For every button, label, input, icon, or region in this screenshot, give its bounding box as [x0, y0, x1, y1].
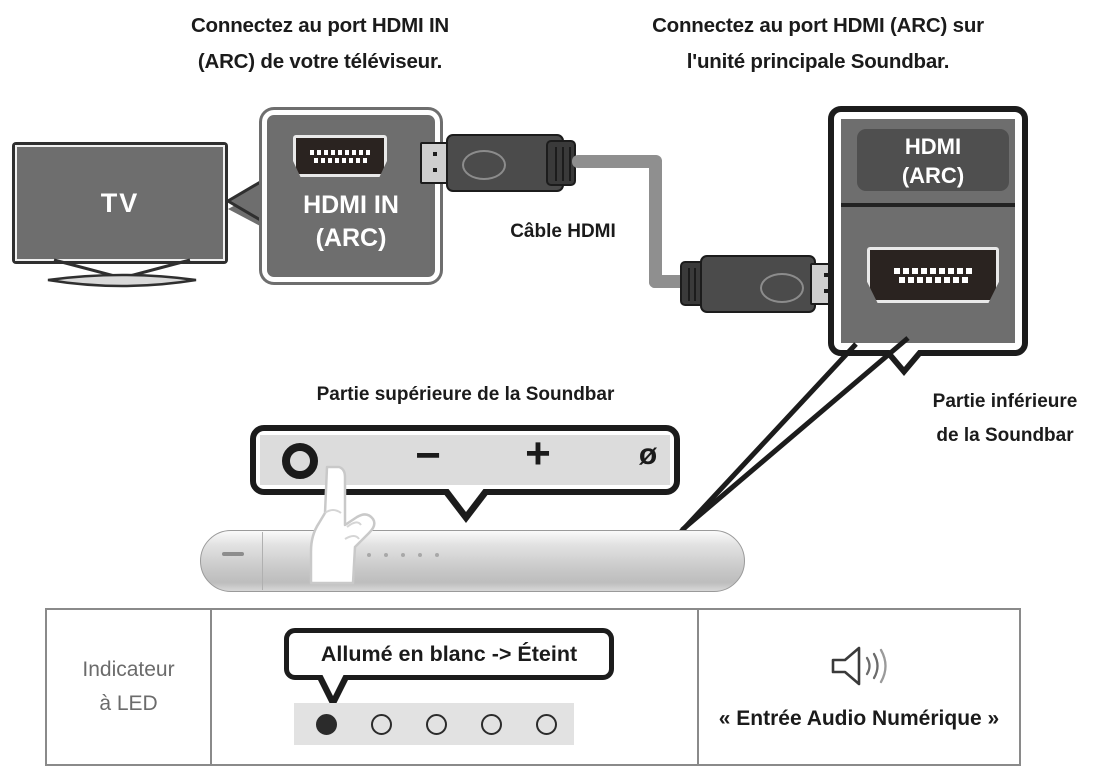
led-dot-5 [536, 713, 557, 735]
led-dot-strip [294, 703, 574, 745]
caption-soundbar-bottom: Partie inférieure de la Soundbar [900, 385, 1110, 453]
left-callout-label: HDMI IN (ARC) [267, 189, 435, 255]
tv-hdmi-port-callout: HDMI IN (ARC) [262, 110, 440, 282]
right-callout-pointer-inner [888, 348, 920, 367]
caption-tv-connect-line2: (ARC) de votre téléviseur. [197, 50, 443, 73]
hdmi-arc-chip-label: HDMI (ARC) [857, 129, 1009, 191]
caption-soundbar-bottom-line1: Partie inférieure [932, 391, 1078, 412]
volume-up-button[interactable]: + [525, 429, 551, 478]
hdmi-pin-row [310, 149, 370, 155]
caption-tv-connect-line1: Connectez au port HDMI IN [190, 14, 450, 37]
hdmi-arc-chip-line1: HDMI [904, 134, 962, 159]
led-dot-3 [426, 713, 447, 735]
hdmi-pin-row [894, 267, 972, 274]
led-dot-1 [316, 713, 337, 735]
caption-soundbar-top: Partie supérieure de la Soundbar [316, 384, 615, 405]
led-state-bubble-pointer-inner [322, 674, 344, 696]
tv-screen: TV [15, 145, 225, 261]
power-button-icon[interactable] [282, 443, 318, 479]
hdmi-plug-soundbar-side [680, 252, 855, 314]
left-callout-label-line1: HDMI IN [303, 191, 399, 219]
hdmi-pin-row [898, 276, 968, 283]
led-state-bubble-text: Allumé en blanc -> Éteint [320, 641, 578, 666]
tv-stand-icon [47, 258, 197, 288]
caption-tv-connect: Connectez au port HDMI IN (ARC) de votre… [130, 8, 510, 80]
panel-divider [841, 203, 1015, 207]
table-cell-led-state: Allumé en blanc -> Éteint [212, 610, 699, 764]
indicator-label-line1: Indicateur [82, 658, 175, 681]
hdmi-pin-row [313, 157, 367, 163]
tv-screen-label: TV [100, 187, 140, 218]
speaker-volume-icon [831, 646, 887, 686]
mute-button[interactable]: ø [638, 438, 658, 471]
hand-pointing-icon [309, 465, 376, 585]
hdmi-port-icon [867, 247, 999, 303]
cable-label: Câble HDMI [510, 221, 616, 242]
volume-down-button[interactable]: − [415, 431, 441, 480]
hdmi-cable-segment-vertical [649, 158, 662, 288]
control-callout-pointer-inner [447, 487, 485, 512]
plug-body [700, 255, 816, 313]
leader-lines [676, 336, 910, 537]
led-state-bubble: Allumé en blanc -> Éteint [284, 628, 614, 680]
led-dot-2 [371, 713, 392, 735]
left-callout-label-line2: (ARC) [315, 224, 387, 252]
caption-soundbar-connect: Connectez au port HDMI (ARC) sur l'unité… [608, 8, 1028, 80]
caption-soundbar-bottom-line2: de la Soundbar [936, 425, 1074, 446]
plug-grip [546, 140, 576, 186]
hdmi-port-icon [293, 135, 387, 177]
soundbar-device [200, 530, 745, 592]
hdmi-arc-chip-line2: (ARC) [901, 163, 965, 188]
soundbar-rear-panel: HDMI (ARC) [841, 119, 1015, 343]
caption-soundbar-connect-line1: Connectez au port HDMI (ARC) sur [652, 14, 984, 37]
soundbar-hdmi-port-callout: HDMI (ARC) [828, 106, 1028, 356]
caption-soundbar-connect-line2: l'unité principale Soundbar. [686, 50, 950, 73]
soundbar-seam [262, 532, 263, 590]
indicator-label-line2: à LED [99, 692, 158, 715]
table-cell-indicator-label: Indicateur à LED [47, 610, 212, 764]
hdmi-plug-tv-side [420, 132, 590, 194]
table-cell-audio-mode: « Entrée Audio Numérique » [699, 610, 1019, 764]
tv-illustration: TV [12, 142, 228, 264]
led-dot-4 [481, 713, 502, 735]
led-status-table: Indicateur à LED Allumé en blanc -> Étei… [45, 608, 1021, 766]
soundbar-left-marking [222, 552, 244, 556]
audio-mode-label: « Entrée Audio Numérique » [718, 707, 1000, 730]
hdmi-cable-segment-top [572, 155, 662, 168]
